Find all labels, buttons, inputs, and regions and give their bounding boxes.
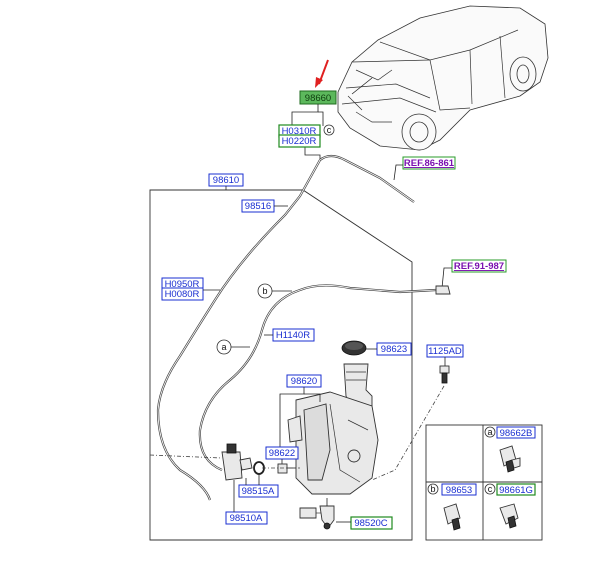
svg-text:c: c	[488, 484, 493, 494]
assembly-frame	[149, 189, 413, 541]
svg-text:b: b	[262, 286, 267, 296]
svg-text:a: a	[221, 342, 226, 352]
svg-text:H1140R: H1140R	[276, 330, 310, 341]
part-number-98660: 98660	[305, 93, 331, 104]
svg-text:98520C: 98520C	[354, 518, 387, 529]
ref-label-86-861[interactable]: REF.86-861	[402, 156, 456, 170]
part-label-98515a[interactable]: 98515A	[238, 484, 279, 498]
svg-text:98510A: 98510A	[230, 513, 263, 524]
clip-grid	[425, 424, 543, 541]
part-label-98622[interactable]: 98622	[265, 446, 299, 460]
callout-circle-c: c	[323, 124, 335, 136]
red-arrow-icon	[315, 59, 329, 88]
part-label-98610[interactable]: 98610	[208, 173, 244, 187]
grommet-icon	[277, 463, 296, 474]
part-label-98662b: 98662B	[500, 428, 533, 439]
svg-text:98516: 98516	[245, 201, 271, 212]
svg-text:c: c	[327, 125, 332, 135]
svg-text:98622: 98622	[269, 448, 295, 459]
svg-text:b: b	[430, 484, 435, 494]
part-label-h0080r[interactable]: H0080R	[161, 287, 204, 301]
svg-text:H0950R: H0950R	[165, 279, 200, 290]
washer-pump-icon	[221, 443, 253, 481]
car-illustration	[337, 5, 549, 151]
part-label-h0950r[interactable]: H0950R	[161, 277, 204, 291]
svg-text:98623: 98623	[381, 344, 407, 355]
level-sensor-icon	[299, 505, 335, 530]
svg-text:98610: 98610	[213, 175, 239, 186]
part-label-h0220r[interactable]: H0220R	[278, 134, 321, 148]
part-label-98516[interactable]: 98516	[241, 199, 275, 213]
svg-text:H0310R: H0310R	[282, 126, 317, 137]
part-label-98653: 98653	[446, 485, 472, 496]
part-label-98661g: 98661G	[499, 485, 533, 496]
clip-cell-b[interactable]: b 98653	[427, 483, 477, 531]
part-label-h0310r[interactable]: H0310R	[278, 124, 321, 138]
svg-text:H0080R: H0080R	[165, 289, 200, 300]
svg-text:98515A: 98515A	[242, 486, 275, 497]
bolt-icon	[439, 365, 450, 384]
part-label-h1140r[interactable]: H1140R	[272, 328, 315, 342]
washer-reservoir-icon	[287, 363, 379, 495]
clip-cell-c[interactable]: c 98661G	[484, 483, 536, 529]
part-label-98510a[interactable]: 98510A	[225, 511, 268, 525]
callout-circle-a: a	[216, 339, 232, 355]
svg-text:H0220R: H0220R	[282, 136, 317, 147]
svg-text:1125AD: 1125AD	[428, 346, 462, 357]
part-label-98520c[interactable]: 98520C	[350, 516, 393, 530]
svg-text:REF.86-861: REF.86-861	[404, 158, 455, 169]
part-label-1125ad[interactable]: 1125AD	[426, 344, 464, 358]
svg-text:98620: 98620	[291, 376, 317, 387]
part-label-98620[interactable]: 98620	[286, 374, 322, 388]
ref-label-91-987[interactable]: REF.91-987	[451, 259, 507, 273]
svg-text:a: a	[487, 427, 492, 437]
callout-circle-b: b	[257, 283, 273, 299]
reservoir-cap-icon	[341, 340, 367, 356]
part-label-98623[interactable]: 98623	[376, 342, 412, 356]
clip-cell-a[interactable]: a 98662B	[484, 426, 536, 473]
svg-text:REF.91-987: REF.91-987	[454, 261, 504, 272]
part-label-98660[interactable]: 98660	[299, 90, 337, 105]
